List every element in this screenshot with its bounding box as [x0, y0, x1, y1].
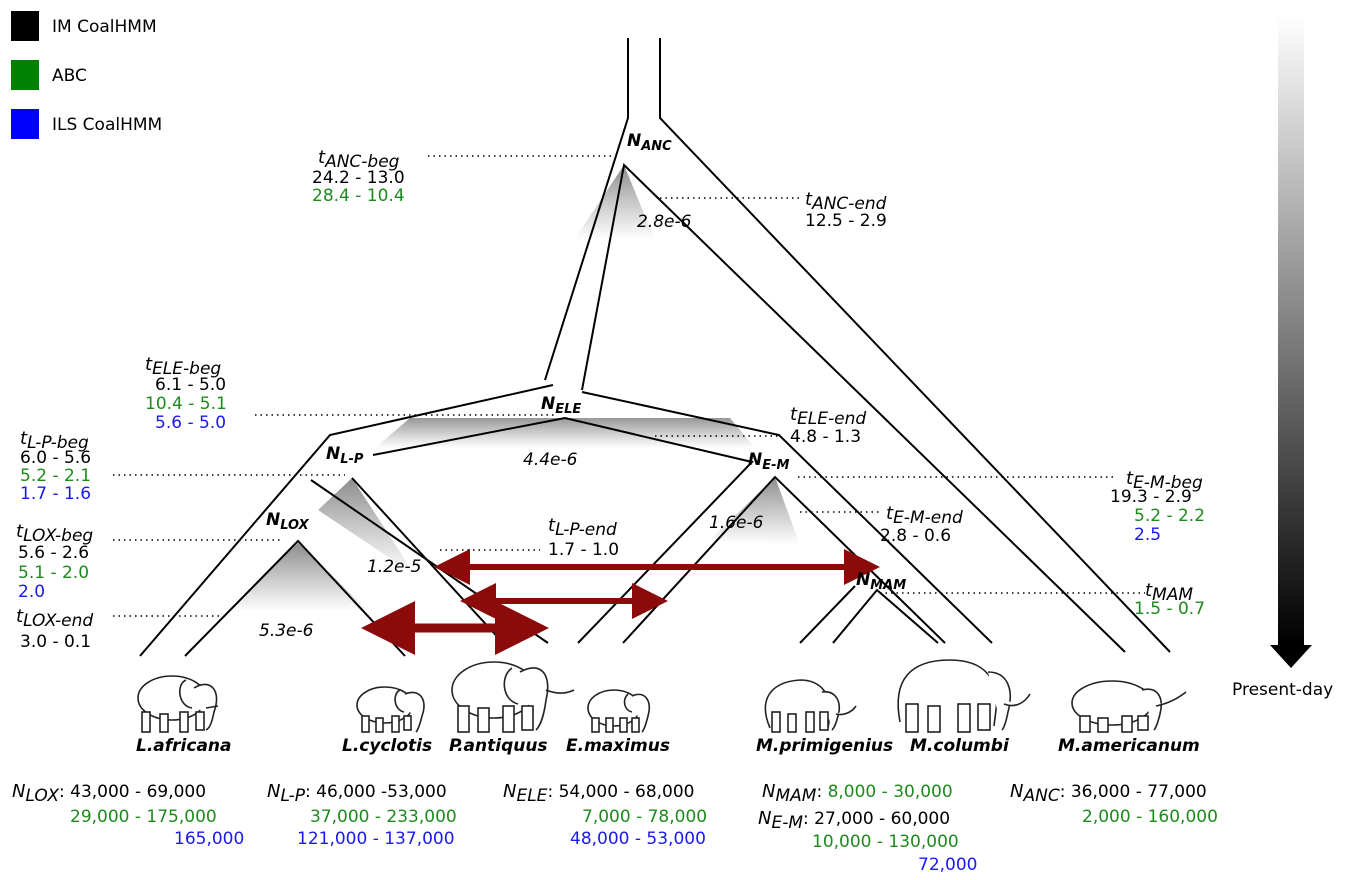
- time-ele-beg-black: 6.1 - 5.0: [155, 375, 226, 395]
- node-em: NE-M: [748, 450, 790, 473]
- legend-swatch-im: [11, 11, 39, 41]
- node-lox: NLOX: [266, 510, 310, 533]
- node-lp: NL-P: [326, 444, 364, 467]
- mammoth-columbi-icon: [898, 660, 1030, 732]
- time-lp-end-black: 1.7 - 1.0: [548, 540, 619, 560]
- species-label-primigenius: M.primigenius: [756, 736, 893, 756]
- species-label-columbi: M.columbi: [910, 736, 1010, 756]
- legend-swatch-ils: [11, 109, 39, 139]
- species-label-antiquus: P.antiquus: [449, 736, 548, 756]
- migration-arrows: [388, 567, 862, 628]
- time-lox-end-label: tLOX-end: [16, 606, 93, 631]
- rate-em: 1.6e-6: [709, 513, 764, 533]
- time-anc-beg-black: 24.2 - 13.0: [312, 168, 405, 188]
- legend: IM CoalHMM ABC ILS CoalHMM: [11, 11, 162, 139]
- time-lp-end-label: tL-P-end: [548, 515, 617, 540]
- pop-mam-label: NMAM: 8,000 - 30,000: [762, 781, 953, 806]
- pop-ele-green: 7,000 - 78,000: [582, 807, 707, 827]
- pop-lp-blue: 121,000 - 137,000: [297, 829, 455, 849]
- time-em-end-black: 2.8 - 0.6: [880, 526, 951, 546]
- pop-mam-green: 8,000 - 30,000: [828, 782, 953, 802]
- pop-lp-green: 37,000 - 233,000: [310, 807, 457, 827]
- pop-lox-green: 29,000 - 175,000: [70, 807, 217, 827]
- legend-label-abc: ABC: [52, 66, 87, 86]
- pop-lp-black: NL-P: 46,000 -53,000: [267, 781, 447, 806]
- pop-ele-black: NELE: 54,000 - 68,000: [503, 781, 695, 806]
- population-sizes: NLOX: 43,000 - 69,000 29,000 - 175,000 1…: [12, 781, 1218, 875]
- time-lp-beg-green: 5.2 - 2.1: [20, 466, 91, 486]
- species-label-cyclotis: L.cyclotis: [342, 736, 432, 756]
- mammoth-primigenius-icon: [765, 680, 856, 732]
- time-lp-beg-black: 6.0 - 5.6: [20, 448, 91, 468]
- animal-illustrations: [138, 660, 1186, 732]
- elephant-africana-icon: [138, 676, 218, 732]
- rate-anc: 2.8e-6: [637, 212, 692, 232]
- present-day-label: Present-day: [1232, 680, 1333, 700]
- pop-lox-black: NLOX: 43,000 - 69,000: [12, 781, 206, 806]
- time-arrow: Present-day: [1232, 15, 1333, 700]
- pop-em-green: 10,000 - 130,000: [812, 832, 959, 852]
- species-label-africana: L.africana: [136, 736, 232, 756]
- time-mam-green: 1.5 - 0.7: [1134, 599, 1205, 619]
- triangle-lox: [226, 543, 370, 612]
- pop-em-black: NE-M: 27,000 - 60,000: [758, 808, 950, 833]
- time-lox-beg-blue: 2.0: [18, 582, 45, 602]
- species-label-maximus: E.maximus: [566, 736, 670, 756]
- mastodon-americanum-icon: [1072, 681, 1186, 732]
- time-em-end-label: tE-M-end: [886, 503, 963, 528]
- rate-ele: 4.4e-6: [523, 450, 578, 470]
- elephant-maximus-icon: [588, 690, 649, 732]
- time-ele-end-black: 4.8 - 1.3: [790, 427, 861, 447]
- pop-em-blue: 72,000: [918, 855, 977, 875]
- time-lox-beg-green: 5.1 - 2.0: [18, 563, 89, 583]
- time-em-beg-black: 19.3 - 2.9: [1110, 487, 1192, 507]
- time-ele-end-label: tELE-end: [790, 404, 866, 429]
- pop-anc-black: NANC: 36,000 - 77,000: [1010, 781, 1207, 806]
- time-anc-beg-green: 28.4 - 10.4: [312, 186, 405, 206]
- rate-lox: 5.3e-6: [259, 621, 314, 641]
- time-lox-end-black: 3.0 - 0.1: [20, 632, 91, 652]
- time-lp-beg-blue: 1.7 - 1.6: [20, 484, 91, 504]
- node-anc: NANC: [627, 131, 672, 154]
- time-ele-beg-blue: 5.6 - 5.0: [155, 413, 226, 433]
- time-ele-beg-green: 10.4 - 5.1: [145, 394, 227, 414]
- legend-swatch-abc: [11, 60, 39, 90]
- legend-label-im: IM CoalHMM: [52, 17, 157, 37]
- species-label-americanum: M.americanum: [1058, 736, 1200, 756]
- time-lox-beg-black: 5.6 - 2.6: [18, 543, 89, 563]
- rate-lp: 1.2e-5: [367, 557, 421, 577]
- elephant-cyclotis-icon: [357, 687, 424, 732]
- species-labels: L.africana L.cyclotis P.antiquus E.maxim…: [136, 736, 1200, 756]
- pop-ele-blue: 48,000 - 53,000: [570, 829, 706, 849]
- time-em-beg-blue: 2.5: [1134, 525, 1161, 545]
- legend-label-ils: ILS CoalHMM: [52, 115, 162, 135]
- time-em-beg-green: 5.2 - 2.2: [1134, 506, 1205, 526]
- pop-lox-blue: 165,000: [174, 829, 244, 849]
- node-ele: NELE: [541, 394, 581, 417]
- time-anc-end-black: 12.5 - 2.9: [805, 211, 887, 231]
- node-mam: NMAM: [856, 570, 906, 593]
- pop-anc-green: 2,000 - 160,000: [1082, 807, 1218, 827]
- elephant-antiquus-icon: [452, 662, 574, 732]
